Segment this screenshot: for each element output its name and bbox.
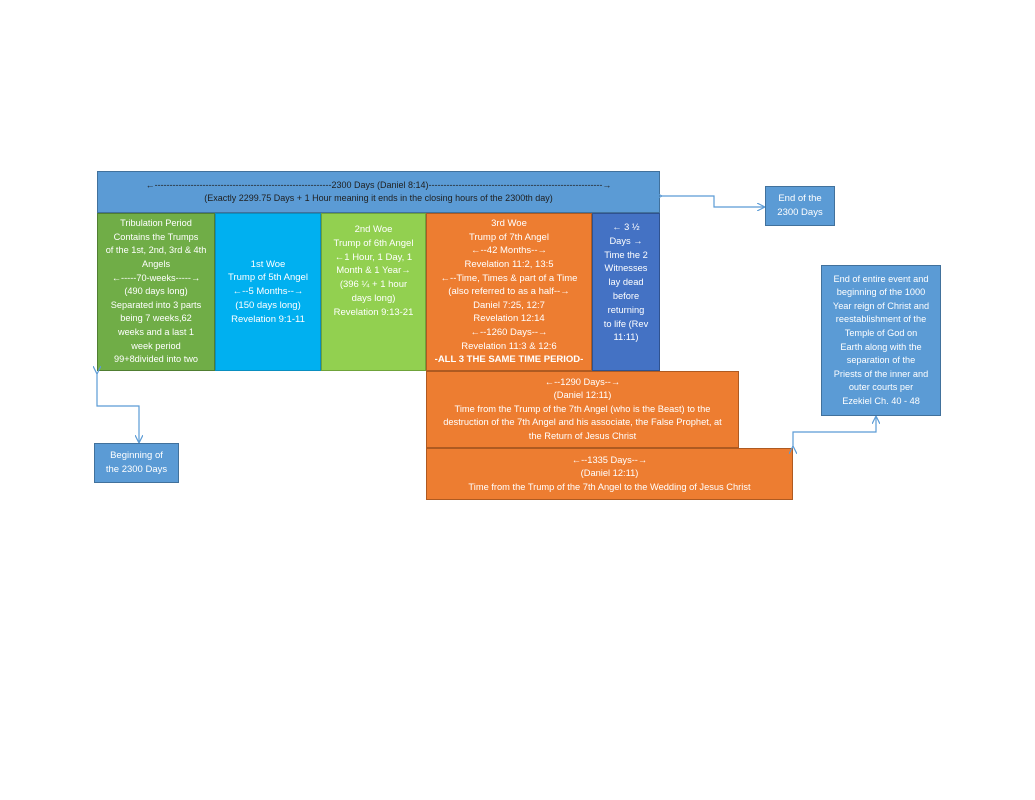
- third-woe-line: Revelation 11:3 & 12:6: [461, 340, 557, 352]
- days-1290-line: ←--1290 Days--→: [544, 376, 621, 387]
- witnesses-line: Days →: [609, 235, 643, 246]
- third-woe-line: ←--Time, Times & part of a Time: [440, 272, 578, 284]
- end-2300-line: 2300 Days: [777, 207, 823, 218]
- tribulation-line: being 7 weeks,62: [120, 313, 192, 324]
- first-woe-line: Trump of 5th Angel: [228, 272, 308, 284]
- days-1335-line: Time from the Trump of the 7th Angel to …: [468, 481, 751, 492]
- end-event-line: End of entire event and: [833, 273, 929, 284]
- second-woe-line: 2nd Woe: [354, 224, 393, 235]
- days-1290-line: destruction of the 7th Angel and his ass…: [443, 417, 722, 428]
- tribulation-line: Contains the Trumps: [113, 231, 199, 242]
- third-woe-line: ←--1260 Days--→: [470, 326, 548, 338]
- end-event-line: outer courts per: [848, 382, 914, 393]
- tribulation-line: week period: [131, 340, 181, 351]
- end-event-line: Year reign of Christ and: [832, 300, 930, 311]
- days-1335-line: ←--1335 Days--→: [571, 454, 648, 465]
- days-1290-line: Time from the Trump of the 7th Angel (wh…: [454, 403, 711, 414]
- beginning-of-2300-days-box: Beginning of the 2300 Days: [94, 443, 179, 483]
- witnesses-line: before: [612, 290, 640, 301]
- end-event-line: Priests of the inner and: [833, 368, 929, 379]
- end-event-line: reestablishment of the: [835, 314, 927, 325]
- witnesses-line: lay dead: [608, 277, 644, 288]
- first-woe-line: Revelation 9:1-11: [231, 313, 305, 325]
- header-line-2: (Exactly 2299.75 Days + 1 Hour meaning i…: [204, 193, 553, 203]
- second-woe-line: Trump of 6th Angel: [333, 237, 414, 249]
- tribulation-line: 99+8divided into two: [113, 354, 199, 365]
- third-woe-line: 3rd Woe: [491, 218, 527, 230]
- third-woe-line: ←--42 Months--→: [470, 245, 547, 257]
- end-of-2300-days-box: End of the 2300 Days: [765, 186, 835, 226]
- days-1335-box: ←--1335 Days--→ (Daniel 12:11) Time from…: [426, 448, 793, 500]
- witnesses-line: returning: [607, 304, 645, 315]
- tribulation-line: Separated into 3 parts: [110, 299, 202, 310]
- witnesses-line: Witnesses: [604, 263, 648, 274]
- second-woe-line: ←1 Hour, 1 Day, 1: [334, 251, 413, 263]
- end-event-line: Ezekiel Ch. 40 - 48: [842, 395, 920, 406]
- first-woe-line: ←--5 Months--→: [232, 286, 304, 298]
- days-1335-line: (Daniel 12:11): [580, 468, 639, 479]
- days-1290-box: ←--1290 Days--→ (Daniel 12:11) Time from…: [426, 371, 739, 448]
- end-event-line: Temple of God on: [844, 327, 918, 338]
- tribulation-line: of the 1st, 2nd, 3rd & 4th: [105, 245, 207, 256]
- third-woe-summary: -ALL 3 THE SAME TIME PERIOD-: [434, 354, 584, 366]
- beginning-2300-line: the 2300 Days: [105, 464, 168, 475]
- beginning-2300-connector: [97, 373, 139, 442]
- end-event-line: Earth along with the: [840, 341, 922, 352]
- third-woe-line: Daniel 7:25, 12:7: [473, 299, 545, 311]
- two-witnesses-box: ← 3 ½ Days → Time the 2 Witnesses lay de…: [592, 213, 660, 371]
- tribulation-line: (490 days long): [124, 286, 188, 297]
- tribulation-line: ←-----70-weeks-----→: [111, 272, 201, 283]
- tribulation-period-box: Tribulation Period Contains the Trumps o…: [97, 213, 215, 371]
- second-woe-line: (396 ¼ + 1 hour: [339, 279, 408, 291]
- second-woe-line: Month & 1 Year→: [336, 265, 411, 277]
- header-line-1: ←---------------------------------------…: [145, 180, 612, 190]
- first-woe-box: 1st Woe Trump of 5th Angel ←--5 Months--…: [215, 213, 321, 371]
- end-2300-connector: [661, 196, 764, 207]
- witnesses-line: ← 3 ½: [612, 222, 640, 232]
- third-woe-line: Trump of 7th Angel: [469, 231, 549, 243]
- third-woe-line: Revelation 11:2, 13:5: [464, 259, 554, 271]
- end-event-connector: [793, 417, 876, 447]
- third-woe-line: (also referred to as a half--→: [448, 286, 570, 298]
- beginning-2300-line: Beginning of: [110, 450, 163, 462]
- second-woe-line: Revelation 9:13-21: [333, 306, 414, 318]
- second-woe-box: 2nd Woe Trump of 6th Angel ←1 Hour, 1 Da…: [321, 213, 426, 371]
- days-1290-line: the Return of Jesus Christ: [528, 430, 637, 441]
- third-woe-line: Revelation 12:14: [473, 313, 545, 325]
- second-woe-line: days long): [351, 292, 396, 304]
- first-woe-line: 1st Woe: [250, 258, 286, 270]
- witnesses-line: to life (Rev: [603, 318, 649, 329]
- first-woe-line: (150 days long): [235, 299, 301, 311]
- header-2300-days: ←---------------------------------------…: [97, 171, 660, 213]
- third-woe-box: 3rd Woe Trump of 7th Angel ←--42 Months-…: [426, 213, 592, 371]
- end-of-entire-event-box: End of entire event and beginning of the…: [821, 265, 941, 416]
- end-2300-line: End of the: [778, 193, 822, 205]
- end-event-line: beginning of the 1000: [836, 287, 926, 298]
- witnesses-line: 11:11): [613, 332, 639, 343]
- tribulation-line: Angels: [141, 259, 171, 270]
- witnesses-line: Time the 2: [604, 249, 648, 260]
- end-event-line: separation of the: [846, 355, 916, 366]
- days-1290-line: (Daniel 12:11): [553, 390, 612, 401]
- tribulation-line: weeks and a last 1: [117, 326, 195, 337]
- tribulation-line: Tribulation Period: [120, 218, 192, 229]
